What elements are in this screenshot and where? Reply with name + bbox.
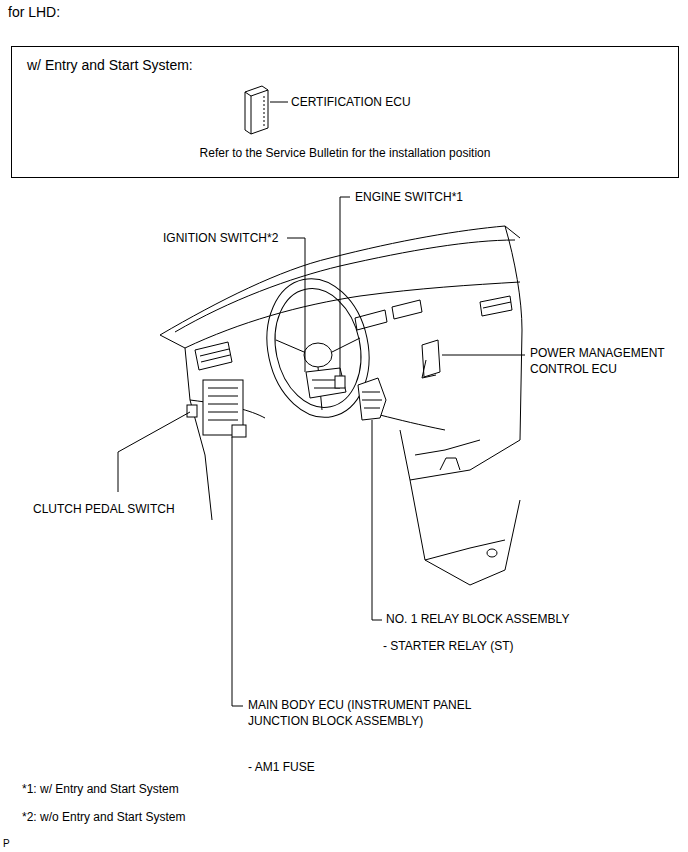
leader-lines: [118, 197, 525, 706]
part-name: NO. 1 RELAY BLOCK ASSEMBLY: [386, 611, 569, 627]
option-box: w/ Entry and Start System: CERTIFICATION …: [11, 46, 679, 178]
box-heading: w/ Entry and Start System:: [27, 57, 193, 73]
note-text: Refer to the Service Bulletin for the in…: [12, 145, 678, 161]
leader-line: [270, 102, 288, 103]
footnote: *2: w/o Entry and Start System: [22, 809, 185, 825]
part-name: CERTIFICATION ECU: [291, 94, 411, 110]
ecu-icon: [245, 86, 268, 134]
sub-part-name: - AM1 FUSE: [248, 759, 315, 775]
part-name: IGNITION SWITCH*2: [163, 230, 278, 246]
sub-part-name: - STARTER RELAY (ST): [383, 638, 513, 654]
part-name: POWER MANAGEMENT CONTROL ECU: [530, 345, 682, 377]
dashboard-drawing: [160, 226, 522, 585]
footnote: *1: w/ Entry and Start System: [22, 781, 179, 797]
part-name: MAIN BODY ECU (INSTRUMENT PANEL JUNCTION…: [248, 697, 500, 729]
page-title: for LHD:: [8, 4, 60, 20]
part-name: ENGINE SWITCH*1: [355, 189, 463, 205]
figure-code: P: [3, 836, 10, 852]
part-name: CLUTCH PEDAL SWITCH: [33, 501, 175, 517]
